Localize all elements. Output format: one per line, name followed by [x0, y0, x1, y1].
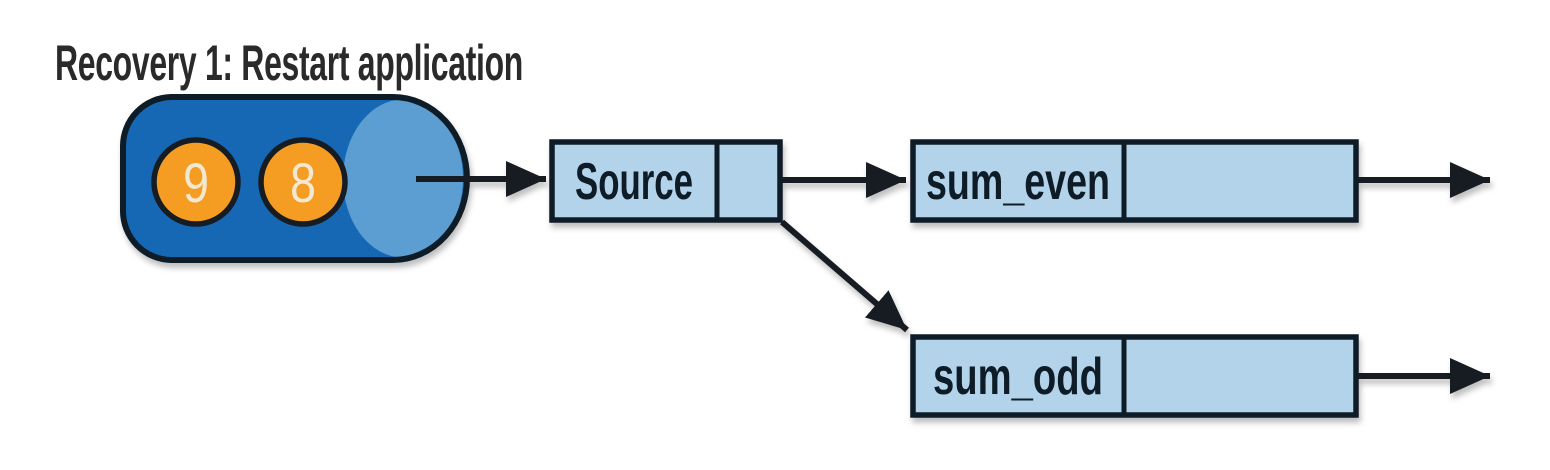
event-value-2: 8	[290, 151, 316, 214]
operator-sum-even-label: sum_even	[926, 153, 1110, 211]
operator-sum-odd-box	[910, 334, 1359, 418]
operator-sum-even-box	[910, 139, 1359, 223]
input-queue: 9 8	[120, 94, 470, 263]
diagram-title: Recovery 1: Restart application	[55, 35, 523, 91]
operator-sum-odd-label: sum_odd	[933, 348, 1103, 406]
queue-cylinder-outline	[120, 94, 470, 263]
operator-source-box	[549, 139, 783, 223]
operator-sum-odd: sum_odd	[910, 334, 1359, 418]
event-circle-1	[151, 137, 241, 227]
arrow-source-to-sum-odd	[780, 219, 909, 333]
event-circle-2	[258, 137, 348, 227]
queue-cylinder-cap	[343, 99, 463, 258]
event-value-1: 9	[183, 151, 209, 214]
operator-source-label: Source	[575, 153, 693, 211]
operator-sum-even: sum_even	[910, 139, 1359, 223]
operator-source: Source	[549, 139, 783, 223]
